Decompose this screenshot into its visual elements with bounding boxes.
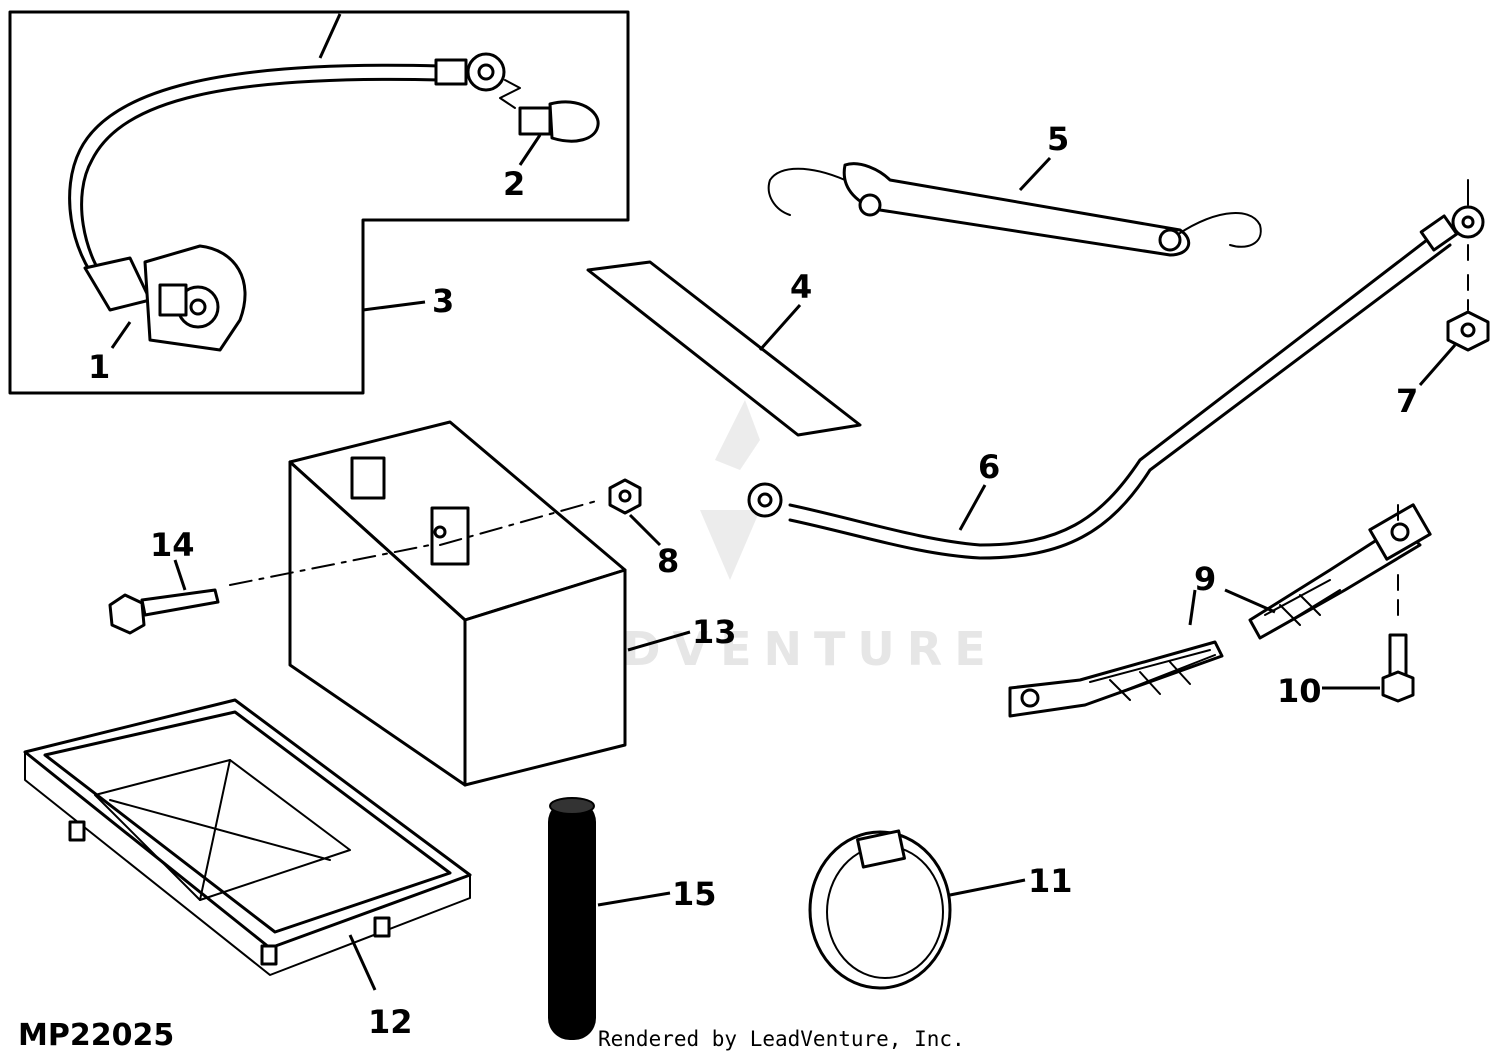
part-5-hold-down-strap — [767, 162, 1262, 257]
leader-13 — [627, 630, 691, 652]
watermark-logo — [700, 400, 760, 580]
leader-7 — [1418, 344, 1457, 386]
callout-7: 7 — [1396, 382, 1418, 420]
callout-8: 8 — [657, 542, 679, 580]
callout-15: 15 — [672, 875, 717, 913]
callout-3: 3 — [432, 282, 454, 320]
part-10-bolt — [1381, 504, 1415, 703]
callout-12: 12 — [368, 1003, 413, 1041]
centerline-8 — [439, 499, 601, 546]
leader-3 — [362, 300, 426, 312]
inset-frame — [8, 10, 630, 395]
callout-4: 4 — [790, 268, 812, 306]
callout-14: 14 — [150, 526, 195, 564]
figure-id: MP22025 — [18, 1018, 174, 1053]
callout-11: 11 — [1028, 862, 1073, 900]
leader-14 — [173, 559, 187, 591]
callout-6: 6 — [978, 448, 1000, 486]
leader-1 — [110, 321, 132, 349]
part-1-terminal-boot — [83, 244, 247, 352]
callout-5: 5 — [1047, 120, 1069, 158]
leader-6 — [958, 484, 987, 531]
callout-2: 2 — [503, 165, 525, 203]
part-6-battery-cable — [747, 205, 1485, 560]
leader-4 — [758, 304, 802, 351]
leader-9a — [1188, 589, 1197, 626]
part-4-pad — [586, 260, 862, 437]
leader-2 — [518, 134, 542, 166]
leader-3-top — [318, 13, 342, 59]
part-7-nut — [1446, 179, 1490, 352]
part-3-battery-cable — [68, 52, 506, 292]
callout-1: 1 — [88, 348, 110, 386]
callout-9: 9 — [1194, 560, 1216, 598]
rendered-by-credit: Rendered by LeadVenture, Inc. — [598, 1027, 965, 1051]
leader-5 — [1018, 156, 1052, 192]
leader-11 — [949, 878, 1026, 897]
callout-13: 13 — [692, 613, 737, 651]
part-12-battery-tray — [23, 698, 472, 976]
callout-10: 10 — [1277, 672, 1322, 710]
centerline-14 — [229, 544, 431, 586]
part-9-ground-strap — [1008, 503, 1432, 718]
leader-12 — [348, 934, 377, 991]
part-2-terminal-bolt — [499, 79, 600, 143]
leader-9b — [1224, 588, 1276, 614]
leader-8 — [628, 513, 662, 547]
part-8-nut — [608, 478, 642, 515]
part-15-tube — [548, 797, 596, 1040]
part-14-bolt — [108, 588, 220, 635]
leader-15 — [597, 891, 671, 907]
part-11-hose-clamp — [808, 829, 952, 990]
part-13-battery — [288, 420, 627, 787]
